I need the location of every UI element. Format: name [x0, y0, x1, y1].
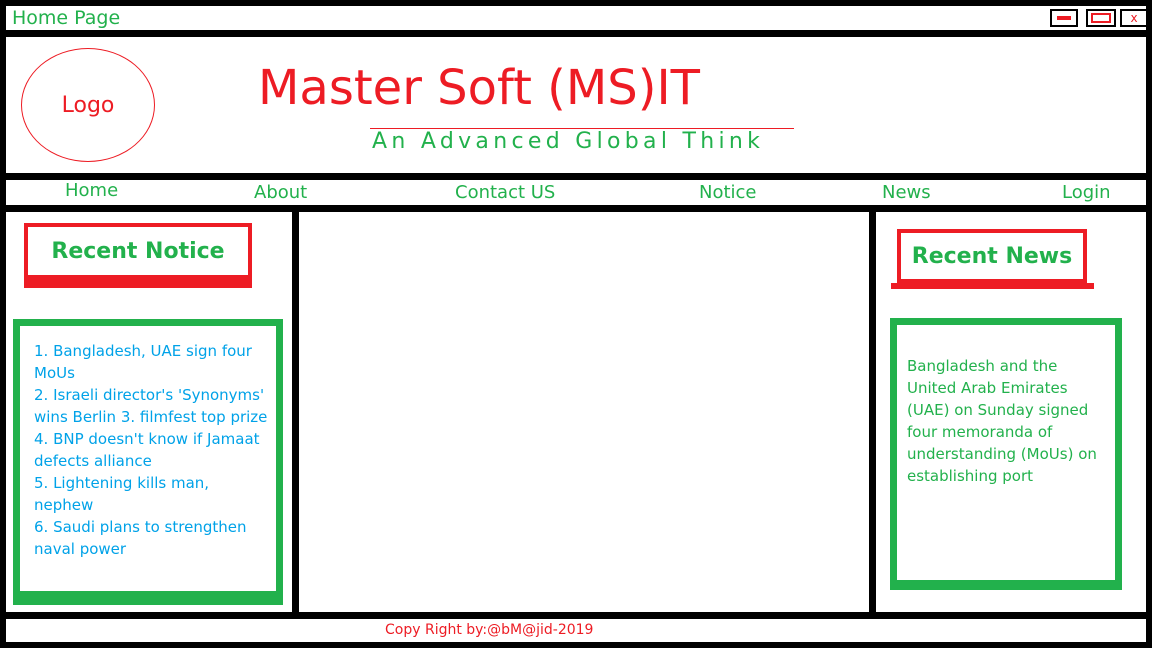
nav-contact-us[interactable]: Contact US	[455, 182, 556, 203]
news-box-bottom-edge	[890, 582, 1122, 590]
notice-box-bottom-edge	[13, 591, 283, 605]
site-tagline: An Advanced Global Think	[372, 129, 765, 154]
window-title: Home Page	[12, 7, 121, 29]
news-heading-underline	[891, 283, 1094, 289]
site-title: Master Soft (MS)IT	[258, 60, 700, 116]
title-bar: Home Page x	[6, 6, 1148, 30]
notice-item[interactable]: 4. BNP doesn't know if Jamaat defects al…	[34, 430, 260, 470]
copyright-text: Copy Right by:@bM@jid-2019	[385, 622, 594, 638]
notice-item[interactable]: 6. Saudi plans to strengthen naval power	[34, 518, 247, 558]
nav-about[interactable]: About	[254, 182, 308, 203]
notice-item[interactable]: 5. Lightening kills man, nephew	[34, 474, 210, 514]
minimize-button[interactable]	[1050, 9, 1078, 27]
nav-login[interactable]: Login	[1062, 182, 1111, 203]
site-footer: Copy Right by:@bM@jid-2019	[6, 619, 1146, 642]
notice-item[interactable]: 2. Israeli director's 'Synonyms' wins Be…	[34, 386, 268, 426]
close-icon: x	[1130, 11, 1138, 25]
tagline-divider	[370, 128, 794, 129]
notice-list-box: 1. Bangladesh, UAE sign four MoUs 2. Isr…	[13, 319, 283, 605]
recent-news-panel: Recent News Bangladesh and the United Ar…	[876, 212, 1146, 612]
main-nav: Home About Contact US Notice News Login	[6, 180, 1146, 205]
logo[interactable]: Logo	[21, 48, 155, 162]
recent-notice-heading: Recent Notice	[24, 223, 252, 279]
news-text[interactable]: Bangladesh and the United Arab Emirates …	[907, 357, 1097, 485]
notice-heading-underline	[24, 278, 252, 288]
maximize-icon	[1091, 13, 1111, 23]
nav-home[interactable]: Home	[65, 180, 119, 201]
maximize-button[interactable]	[1086, 9, 1116, 27]
main-content-area	[299, 212, 869, 612]
news-box: Bangladesh and the United Arab Emirates …	[890, 318, 1122, 587]
recent-notice-title: Recent Notice	[51, 238, 225, 264]
site-header: Logo Master Soft (MS)IT An Advanced Glob…	[6, 37, 1146, 173]
recent-notice-panel: Recent Notice 1. Bangladesh, UAE sign fo…	[6, 212, 292, 612]
close-button[interactable]: x	[1120, 9, 1148, 27]
minimize-icon	[1057, 16, 1071, 20]
notice-list: 1. Bangladesh, UAE sign four MoUs 2. Isr…	[34, 340, 270, 560]
logo-text: Logo	[61, 92, 115, 118]
notice-item[interactable]: 1. Bangladesh, UAE sign four MoUs	[34, 342, 252, 382]
recent-news-heading: Recent News	[897, 229, 1087, 283]
nav-news[interactable]: News	[882, 182, 931, 203]
recent-news-title: Recent News	[911, 243, 1073, 269]
nav-notice[interactable]: Notice	[699, 182, 757, 203]
